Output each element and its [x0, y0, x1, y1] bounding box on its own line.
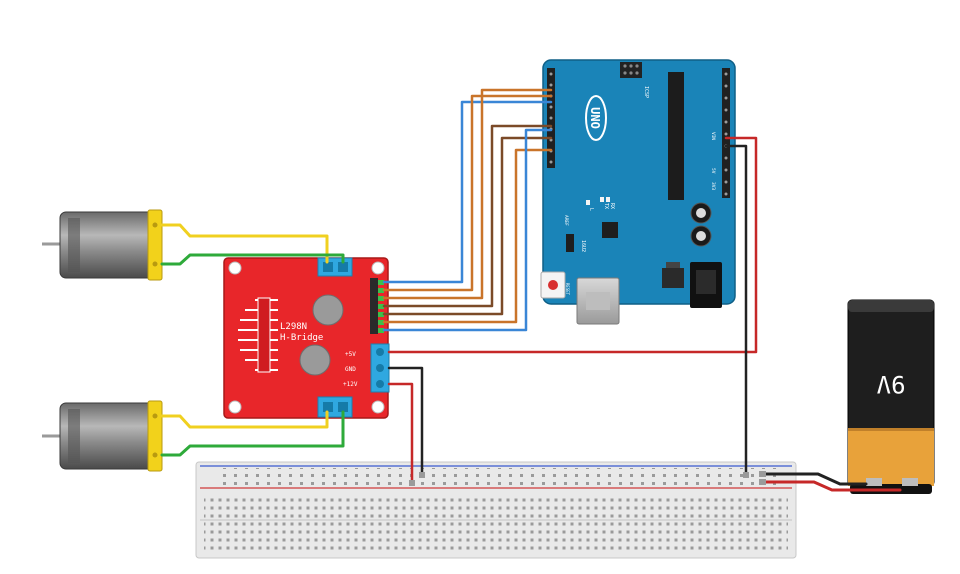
wire-arduino-gnd-black	[724, 144, 748, 476]
mount-hole	[371, 400, 385, 414]
3v3-label: 3V3	[710, 182, 716, 190]
chip-16u2-label: 16U2	[580, 240, 586, 252]
wire-5v-red	[387, 136, 758, 354]
pin-5v-label: +5V	[345, 351, 356, 358]
uno-logo-text: UNO	[588, 107, 602, 129]
wire-12v-red	[387, 382, 414, 484]
wire-gnd-black	[387, 366, 424, 476]
wire-in1-orange	[382, 94, 553, 292]
rx-label: RX	[609, 203, 615, 209]
usb-chip	[602, 222, 618, 238]
wire-enable-b-orange	[382, 148, 553, 324]
wire-battery-red	[762, 480, 902, 492]
aref-label: AREF	[563, 215, 569, 226]
battery-bottom-band	[848, 428, 934, 486]
wire-in2-orange	[382, 88, 553, 300]
icsp-label: ICSP	[643, 86, 649, 98]
breadboard	[195, 461, 797, 559]
l298n-driver-board: L298N H-Bridge +5V GND +12V	[223, 257, 390, 419]
l-led-label: L	[588, 208, 594, 211]
capacitor	[312, 294, 344, 326]
capacitor	[299, 344, 331, 376]
dc-motor-top	[42, 209, 163, 281]
reset-button-cap[interactable]	[548, 280, 558, 290]
mount-hole	[371, 261, 385, 275]
5v-label: 5V	[710, 168, 716, 174]
wire-motor-bottom-yellow	[160, 410, 329, 429]
pin-12v-label: +12V	[343, 381, 358, 388]
battery-label: 9V	[877, 370, 906, 398]
atmega-chip	[668, 72, 684, 200]
dc-motor-bottom	[42, 400, 163, 472]
reset-label: RESET	[565, 283, 570, 296]
mount-hole	[228, 261, 242, 275]
driver-title-label: H-Bridge	[280, 333, 323, 343]
uno-logo: UNO	[585, 95, 607, 141]
arduino-uno-board: ICSP UNO TX RX L AREF VIN 5V 3V3 16U2 RE…	[540, 59, 736, 325]
battery-9v: 9V	[847, 299, 935, 494]
wire-motor-top-yellow	[160, 223, 329, 264]
wire-enable-b-blue	[382, 128, 553, 332]
pin-gnd-label: GND	[345, 366, 356, 373]
mount-hole	[228, 400, 242, 414]
wire-enable-a-blue	[382, 100, 553, 284]
motor-connector	[147, 400, 163, 472]
wire-in3-brown	[382, 124, 553, 308]
wire-motor-bottom-green	[160, 410, 345, 457]
driver-chip-label: L298N	[280, 322, 307, 332]
terminal-strip-holes	[204, 494, 788, 552]
wire-motor-top-green	[160, 253, 345, 266]
voltage-regulator	[662, 268, 684, 288]
vin-label: VIN	[710, 132, 716, 140]
power-rail-holes	[222, 468, 782, 486]
input-header	[370, 278, 378, 334]
motor-connector	[147, 209, 163, 281]
wire-battery-black	[762, 472, 868, 486]
tx-label: TX	[603, 203, 609, 209]
